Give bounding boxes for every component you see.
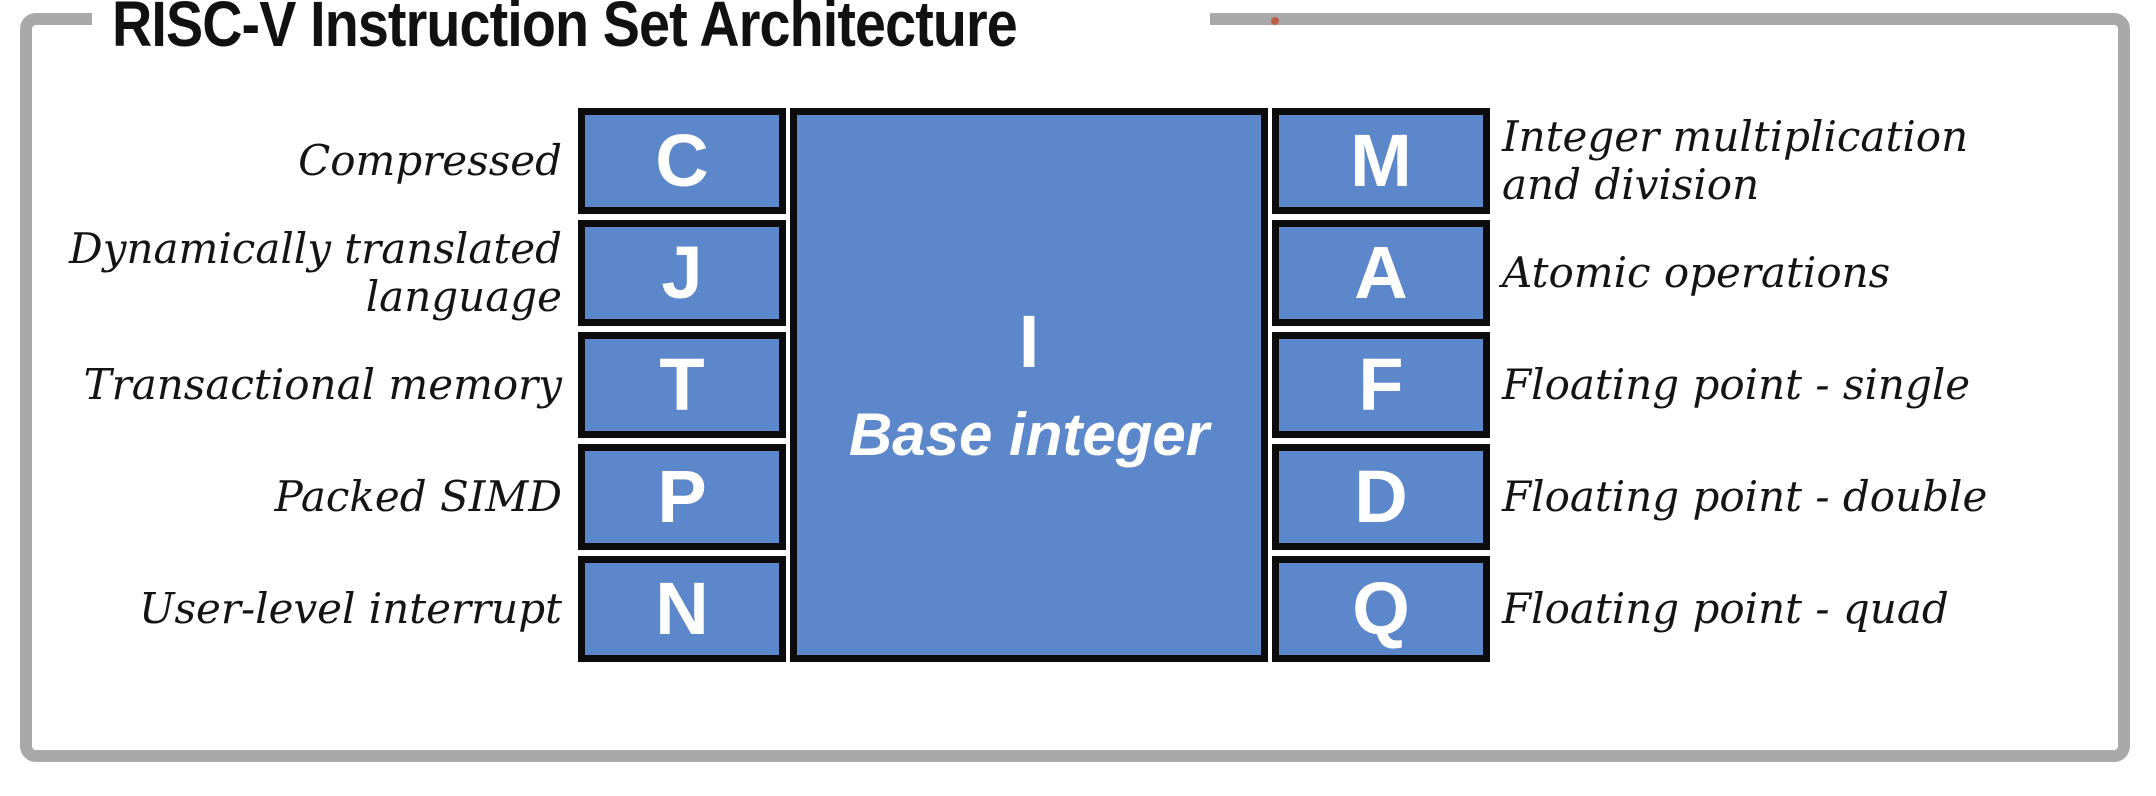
extension-box-a: A [1272, 220, 1490, 326]
label-compressed: Compressed [298, 135, 562, 185]
base-integer-letter: I [1018, 300, 1040, 383]
extension-box-c: C [578, 108, 786, 214]
extension-box-m: M [1272, 108, 1490, 214]
extension-box-q: Q [1272, 556, 1490, 662]
label-floating-point-quad: Floating point - quad [1502, 583, 1949, 633]
extension-letter-f: F [1358, 343, 1404, 426]
label-user-level-interrupt: User-level interrupt [139, 583, 562, 633]
extension-letter-p: P [657, 455, 707, 538]
label-packed-simd: Packed SIMD [274, 471, 562, 521]
extension-box-t: T [578, 332, 786, 438]
extension-box-f: F [1272, 332, 1490, 438]
base-integer-name: Base integer [848, 401, 1210, 468]
extension-letter-j: J [661, 231, 703, 314]
label-integer-multiplication-division: Integer multiplication and division [1502, 111, 1969, 209]
extension-letter-a: A [1354, 231, 1408, 314]
stray-mark [1271, 17, 1279, 25]
extension-letter-t: T [659, 343, 705, 426]
label-transactional-memory: Transactional memory [83, 359, 562, 409]
extension-box-p: P [578, 444, 786, 550]
extension-letter-n: N [655, 567, 709, 650]
frame-title-gap [92, 4, 1210, 32]
label-floating-point-double: Floating point - double [1502, 471, 1988, 521]
extension-letter-q: Q [1352, 567, 1410, 650]
label-dynamically-translated-language: Dynamically translated language [69, 223, 562, 321]
extension-letter-c: C [655, 119, 709, 202]
extension-letter-d: D [1354, 455, 1408, 538]
extension-box-n: N [578, 556, 786, 662]
extension-box-j: J [578, 220, 786, 326]
label-floating-point-single: Floating point - single [1502, 359, 1971, 409]
diagram-title: RISC-V Instruction Set Architecture [112, 0, 1018, 60]
extension-letter-m: M [1350, 119, 1412, 202]
label-atomic-operations: Atomic operations [1502, 247, 1891, 297]
extension-box-d: D [1272, 444, 1490, 550]
base-integer-box: I Base integer [790, 108, 1268, 662]
